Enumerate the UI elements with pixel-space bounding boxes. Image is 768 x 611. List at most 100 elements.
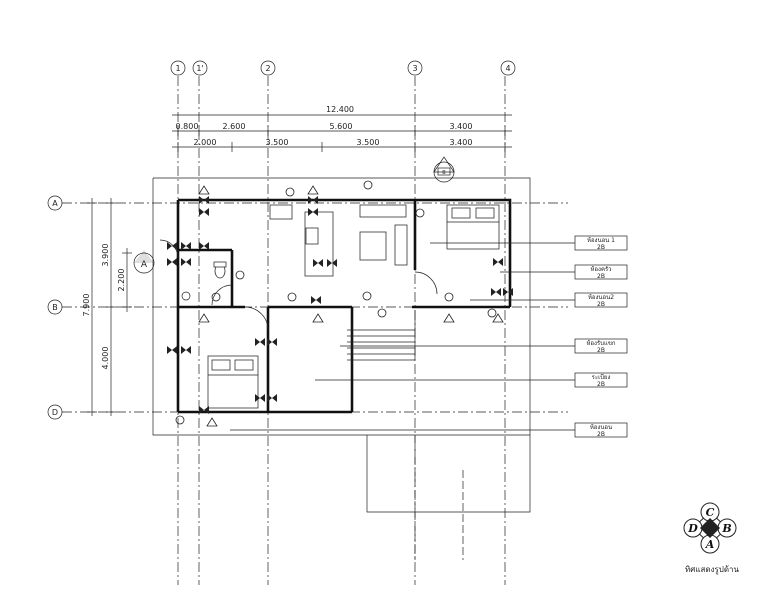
grid-column-bubbles: 1 1' 2 3 4 xyxy=(170,60,516,76)
grid-bubble-b: B xyxy=(47,299,63,315)
switch-symbol xyxy=(267,394,277,402)
fixture-symbol xyxy=(444,292,454,302)
fixture-symbol xyxy=(363,180,373,190)
dim-vertical-0: 3.900 xyxy=(101,244,110,267)
grid-row-bubbles: A B D xyxy=(47,195,63,420)
grid-bubble-3: 3 xyxy=(407,60,423,76)
roof-outline xyxy=(152,177,531,560)
kitchen-counter xyxy=(269,204,334,277)
compass-caption: ทิศแสดงรูปด้าน xyxy=(685,565,740,575)
elevation-marker-b: B xyxy=(433,156,455,183)
leader-lines xyxy=(230,242,575,431)
outlet-symbol xyxy=(307,185,319,195)
compass-d: D xyxy=(687,522,698,535)
svg-text:2B: 2B xyxy=(597,381,605,388)
svg-text:B: B xyxy=(52,303,58,312)
switch-symbol xyxy=(313,259,323,267)
svg-text:ห้องรับแขก: ห้องรับแขก xyxy=(586,340,615,347)
svg-text:D: D xyxy=(52,408,58,417)
left-dimensions: 7.900 3.900 4.000 2.200 xyxy=(82,198,132,416)
electrical-symbols xyxy=(167,180,513,427)
outlet-symbol xyxy=(198,313,210,323)
fixture-symbol xyxy=(377,308,387,318)
grid-lines-vertical xyxy=(177,76,506,585)
svg-text:3: 3 xyxy=(412,64,417,73)
switch-symbol xyxy=(267,338,277,346)
dim-row2-3: 3.400 xyxy=(450,138,473,147)
switch-symbol xyxy=(199,208,209,216)
svg-text:ห้องครัว: ห้องครัว xyxy=(590,266,611,273)
grid-bubble-a: A xyxy=(47,195,63,211)
fixture-symbol xyxy=(235,270,245,280)
switch-symbol xyxy=(181,346,191,354)
bed-master xyxy=(446,204,500,250)
stairs xyxy=(347,310,416,365)
switch-symbol xyxy=(167,346,177,354)
fixture-symbol xyxy=(487,308,497,318)
switch-symbol xyxy=(255,338,265,346)
compass-a: A xyxy=(705,538,715,551)
dim-row2-0: 2.000 xyxy=(194,138,217,147)
fixture-symbol xyxy=(175,415,185,425)
switch-symbol xyxy=(181,242,191,250)
sofa-set xyxy=(359,204,408,266)
dim-row1-1: 2.600 xyxy=(223,122,246,131)
switch-symbol xyxy=(308,196,318,204)
compass-symbol: C B A D ทิศแสดงรูปด้าน xyxy=(683,502,740,575)
fixture-symbol xyxy=(285,187,295,197)
switch-symbol xyxy=(503,288,513,296)
door-swings xyxy=(159,239,438,331)
dim-row2-1: 3.500 xyxy=(266,138,289,147)
fixture-symbol xyxy=(362,291,372,301)
svg-text:2B: 2B xyxy=(597,273,605,280)
fixture-symbol xyxy=(415,208,425,218)
svg-text:ห้องนอน 1: ห้องนอน 1 xyxy=(587,237,615,244)
outlet-symbol xyxy=(198,185,210,195)
dim-overall: 12.400 xyxy=(326,105,354,114)
switch-symbol xyxy=(255,394,265,402)
svg-text:4: 4 xyxy=(505,64,510,73)
compass-b: B xyxy=(721,522,731,535)
svg-text:2B: 2B xyxy=(597,347,605,354)
switch-symbol xyxy=(181,258,191,266)
walls xyxy=(176,198,512,414)
switch-symbol xyxy=(199,242,209,250)
dim-vertical-1: 4.000 xyxy=(101,347,110,370)
svg-text:B: B xyxy=(442,170,446,176)
switch-symbol xyxy=(167,258,177,266)
compass-c: C xyxy=(706,506,715,519)
switch-symbol xyxy=(167,242,177,250)
switch-symbol xyxy=(327,259,337,267)
dim-row1-0: 0.800 xyxy=(176,122,199,131)
switch-symbol xyxy=(493,258,503,266)
switch-symbol xyxy=(491,288,501,296)
outlet-symbol xyxy=(312,313,324,323)
dim-row2-2: 3.500 xyxy=(357,138,380,147)
svg-text:2B: 2B xyxy=(597,431,605,438)
grid-bubble-1: 1 xyxy=(170,60,186,76)
fixture-symbol xyxy=(287,292,297,302)
svg-text:A: A xyxy=(52,199,58,208)
room-tag-balcony: ระเบียง 2B xyxy=(574,372,628,388)
svg-text:ห้องนอน: ห้องนอน xyxy=(590,424,612,431)
grid-bubble-2: 2 xyxy=(260,60,276,76)
section-marker-a: A xyxy=(133,250,155,274)
svg-text:2B: 2B xyxy=(597,301,605,308)
room-tag-kitchen: ห้องครัว 2B xyxy=(574,264,628,280)
room-tag-bedroom3: ห้องนอน 2B xyxy=(574,422,628,438)
room-tag-bedroom1: ห้องนอน 1 2B xyxy=(574,235,628,251)
svg-text:ห้องนอน2: ห้องนอน2 xyxy=(588,294,614,301)
svg-text:1: 1 xyxy=(175,64,180,73)
svg-text:ระเบียง: ระเบียง xyxy=(592,373,611,381)
svg-text:2: 2 xyxy=(265,64,270,73)
grid-bubble-d: D xyxy=(47,404,63,420)
room-tag-living: ห้องรับแขก 2B xyxy=(574,338,628,354)
top-dimensions: 12.400 0.800 2.600 5.600 3.400 2.000 3.5… xyxy=(172,105,512,152)
bed-second xyxy=(207,355,259,409)
toilet-fixtures xyxy=(181,261,227,301)
switch-symbol xyxy=(199,196,209,204)
outlet-symbol xyxy=(443,313,455,323)
dim-vertical-total: 7.900 xyxy=(82,294,91,317)
grid-bubble-1prime: 1' xyxy=(192,60,208,76)
